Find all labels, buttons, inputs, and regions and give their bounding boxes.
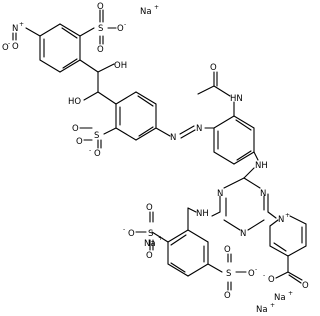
sulfonate-1-oxygen-a: O	[97, 2, 104, 12]
sodium-charge-mid-left: +	[158, 235, 163, 242]
sodium-ion-bottom-2: Na	[256, 305, 268, 315]
azo-nitrogen-2: N	[196, 124, 202, 134]
sulfonate-1-sulfur: S	[98, 24, 103, 34]
hydroxyl-1: OH	[114, 61, 127, 71]
triazine-nitrogen-1: N	[260, 189, 266, 199]
sulfonate-4-oxygen-anion: O	[248, 269, 255, 279]
triazine-nitrogen-3: N	[217, 189, 223, 199]
nitro-nitrogen-charge: +	[19, 21, 24, 28]
sulfonate-3-oxygen-anion: O	[128, 229, 135, 239]
sulfonate-4-oxygen-b: O	[224, 291, 231, 301]
nitro-nitrogen: N	[12, 24, 18, 34]
sulfonate-1-oxygen-anion: O	[117, 24, 124, 34]
carboxylate-oxygen-anion: O	[268, 275, 275, 285]
amide-nh: HN	[230, 94, 243, 104]
sulfonate-2-charge: -	[89, 147, 91, 154]
triazine-nitrogen-2: N	[240, 229, 246, 239]
sodium-ion-bottom-1: Na	[274, 293, 286, 303]
sulfonate-4-sulfur: S	[226, 269, 231, 279]
sulfonate-2-sulfur: S	[94, 131, 99, 141]
sodium-charge-bottom-2: +	[270, 302, 275, 309]
azo-nitrogen-1: N	[170, 133, 176, 143]
nitro-oxygen-charge: -	[8, 40, 10, 47]
atom-labels: Na + O - N + O S O O O - OH HO S O O O -…	[2, 2, 309, 315]
carboxylate-charge: -	[263, 272, 265, 279]
sodium-charge-top: +	[154, 4, 159, 11]
carboxylate-oxygen: O	[302, 281, 309, 291]
sulfonate-3-charge: -	[123, 226, 125, 233]
pyridinium-charge: +	[285, 212, 290, 219]
sulfonate-3-oxygen-a: O	[146, 203, 153, 213]
sulfonate-3-oxygen-b: O	[146, 251, 153, 261]
amine-nh-lower: NH	[196, 209, 209, 219]
amine-nh-upper: NH	[255, 161, 268, 171]
pyridinium-nitrogen: N	[278, 215, 284, 225]
sulfonate-4-oxygen-a: O	[224, 245, 231, 255]
sulfonate-2-oxygen-a: O	[72, 124, 79, 134]
sodium-charge-bottom-1: +	[288, 290, 293, 297]
acetyl-oxygen: O	[210, 63, 217, 73]
nitro-oxygen: O	[12, 42, 19, 52]
sulfonate-3-sulfur: S	[148, 229, 153, 239]
sodium-ion-top: Na	[140, 7, 152, 17]
sulfonate-1-oxygen-b: O	[97, 45, 104, 55]
sodium-ion-mid-left: Na	[144, 239, 156, 249]
sulfonate-2-oxygen-anion: O	[94, 149, 101, 159]
hydroxyl-2: HO	[68, 97, 81, 107]
sulfonate-1-charge: -	[124, 21, 126, 28]
sulfonate-4-charge: -	[255, 266, 257, 273]
bond-lines	[12, 9, 307, 291]
nitro-oxygen-anion: O	[2, 43, 9, 53]
sulfonate-2-oxygen-b: O	[76, 137, 83, 147]
